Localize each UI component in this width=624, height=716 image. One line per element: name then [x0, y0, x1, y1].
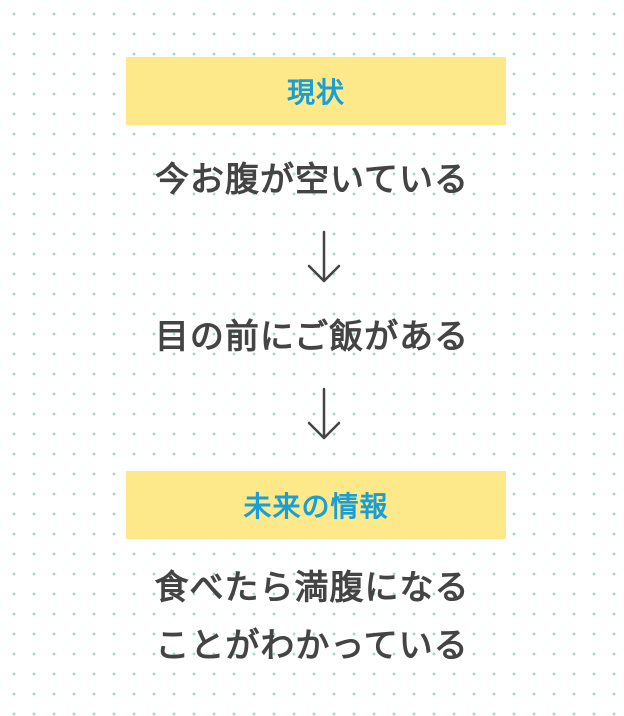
- statement-future-knowledge: 食べたら満腹になる ことがわかっている: [0, 559, 624, 675]
- current-state-banner: 現状: [126, 57, 506, 125]
- statement-line-2: ことがわかっている: [155, 626, 469, 666]
- statement-line-1: 食べたら満腹になる: [154, 568, 470, 608]
- future-info-label: 未来の情報: [243, 490, 389, 523]
- down-arrow-icon: [307, 230, 341, 283]
- current-state-label: 現状: [286, 76, 345, 109]
- statement-food-in-front: 目の前にご飯がある: [154, 317, 470, 357]
- future-info-banner: 未来の情報: [126, 471, 506, 539]
- statement-hungry: 今お腹が空いている: [155, 160, 469, 200]
- down-arrow-icon: [307, 387, 341, 440]
